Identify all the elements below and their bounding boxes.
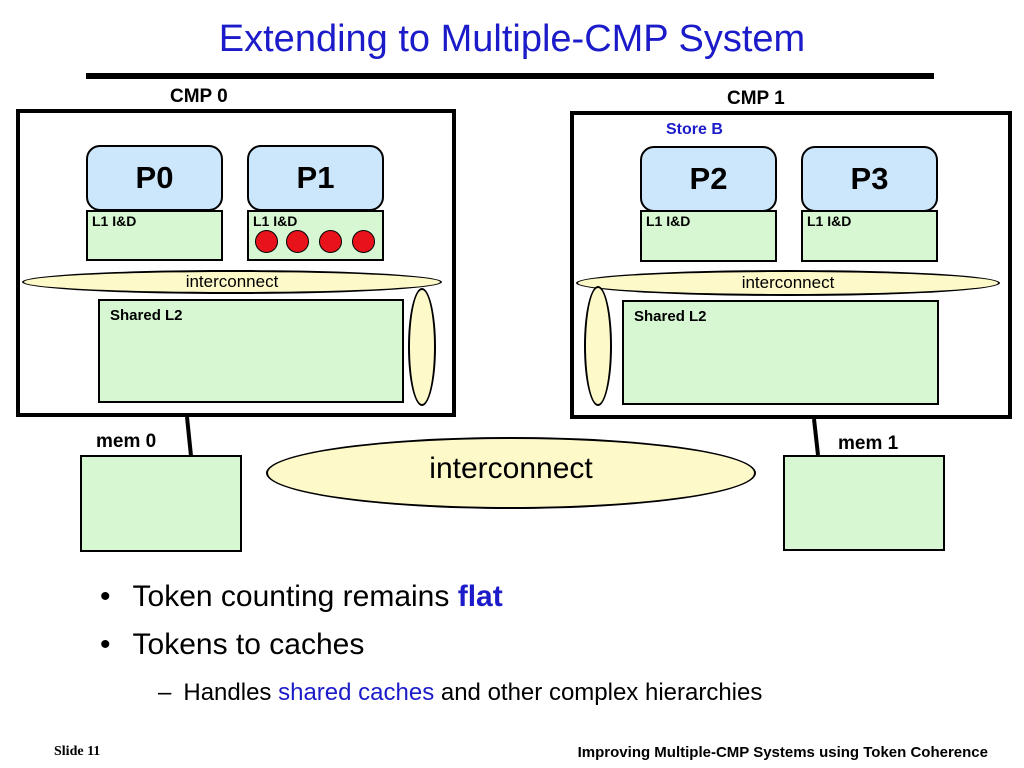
sub-bullet-text: Handles (183, 679, 279, 706)
cmp1-interconnect (576, 270, 1000, 296)
bullet-highlight: flat (457, 580, 503, 613)
cmp1-shared-l2: Shared L2 (622, 300, 939, 405)
l1-cache-p3: L1 I&D (801, 210, 938, 262)
sub-bullet-text: and other complex hierarchies (434, 679, 763, 706)
token-icon (286, 230, 309, 253)
cmp0-interconnect-label: interconnect (185, 272, 279, 291)
title-rule (86, 73, 934, 79)
processor-p0: P0 (86, 145, 223, 211)
mem1-label: mem 1 (838, 433, 899, 454)
cmp0-vertical-interconnect (408, 288, 436, 406)
token-icon (319, 230, 342, 253)
store-b-label: Store B (666, 121, 723, 138)
token-icon (255, 230, 278, 253)
sub-bullet-dash: – (158, 679, 172, 706)
l1-cache-p0: L1 I&D (86, 210, 223, 261)
l1-cache-p2: L1 I&D (640, 210, 777, 262)
bullet-text: Tokens to caches (132, 628, 365, 661)
cmp1-vertical-interconnect (584, 286, 612, 406)
cmp0-label: CMP 0 (170, 86, 228, 107)
l1-cache-label: L1 I&D (253, 213, 298, 229)
cmp0-interconnect (22, 270, 442, 294)
mem1-box (783, 455, 945, 551)
sub-bullet-highlight: shared caches (278, 679, 435, 706)
shared-l2-label: Shared L2 (110, 307, 183, 324)
footer-caption: Improving Multiple-CMP Systems using Tok… (577, 744, 988, 761)
mem1-link (812, 418, 820, 456)
l1-cache-label: L1 I&D (92, 213, 137, 229)
l1-cache-label: L1 I&D (646, 213, 691, 229)
bullet-item: • Tokens to caches (100, 628, 364, 662)
mem0-box (80, 455, 242, 552)
bullet-text: Token counting remains (132, 580, 458, 613)
global-interconnect-label: interconnect (429, 452, 593, 485)
cmp1-label: CMP 1 (727, 88, 785, 109)
mem0-link (185, 416, 193, 457)
bullet-item: • Token counting remains flat (100, 580, 503, 614)
bullet-dot: • (100, 628, 111, 661)
global-interconnect (266, 437, 756, 509)
token-icon (352, 230, 375, 253)
cmp1-interconnect-label: interconnect (741, 273, 835, 292)
slide-number: Slide 11 (54, 744, 101, 759)
sub-bullet-item: –Handles shared caches and other complex… (158, 679, 762, 707)
mem0-label: mem 0 (96, 431, 157, 452)
slide-title: Extending to Multiple-CMP System (218, 18, 806, 60)
cmp0-shared-l2: Shared L2 (98, 299, 404, 403)
processor-p1: P1 (247, 145, 384, 211)
l1-cache-label: L1 I&D (807, 213, 852, 229)
processor-p2: P2 (640, 146, 777, 212)
bullet-dot: • (100, 580, 111, 613)
shared-l2-label: Shared L2 (634, 308, 707, 325)
